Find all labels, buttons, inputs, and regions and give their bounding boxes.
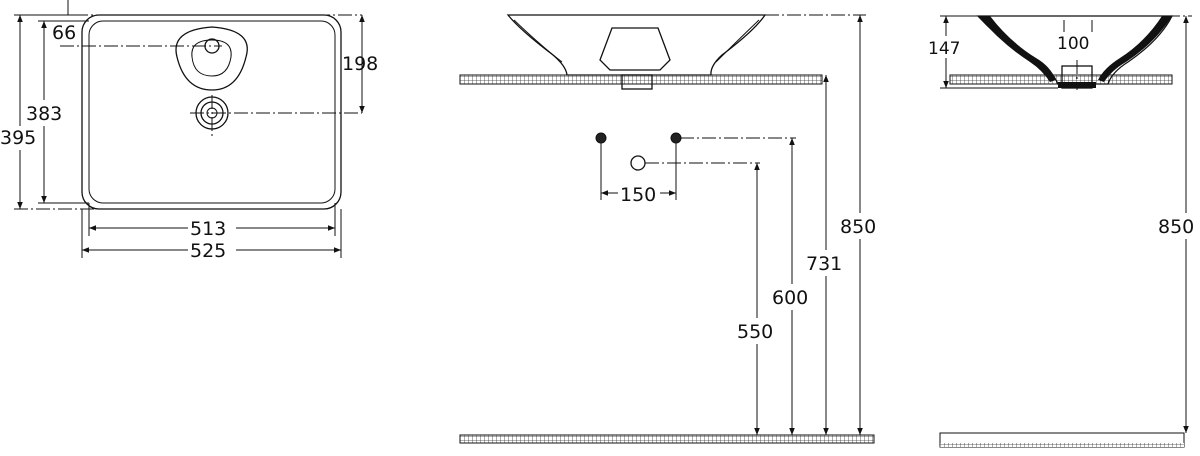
basin-outline-inner: [88, 20, 336, 204]
dim-height-550: 550: [737, 321, 773, 343]
dim-depth-inner: 383: [26, 103, 62, 125]
waste-outlet-circle: [630, 155, 646, 171]
top-view: 66 198 383 395 513 525: [0, 0, 378, 262]
tap-hole-inner: [191, 39, 232, 77]
countertop-slab: [459, 74, 823, 85]
dim-drain-diameter: 100: [1057, 34, 1089, 54]
dim-width-inner: 513: [190, 218, 226, 240]
basin-wall-section-left: [978, 16, 1056, 82]
front-view: 150 850 731 600 550: [459, 14, 882, 444]
tap-hole-recess: [175, 26, 248, 91]
dim-height-850-side: 850: [1158, 216, 1194, 238]
floor-slab: [459, 434, 875, 444]
dim-height-600: 600: [772, 287, 808, 309]
valve-left: [595, 132, 607, 144]
dim-width-outer: 525: [190, 240, 226, 262]
dim-depth-outer: 395: [0, 127, 36, 149]
side-view: 147 100 850: [926, 15, 1200, 448]
dim-valve-spacing: 150: [620, 184, 656, 206]
dim-drain-offset: 198: [342, 53, 378, 75]
dim-bowl-height: 147: [928, 39, 960, 59]
dim-tap-offset: 66: [52, 22, 76, 44]
basin-wall-section-right: [1098, 16, 1172, 82]
dim-height-850-front: 850: [840, 216, 876, 238]
basin-bowl-front: [506, 14, 767, 76]
waste-fitting-front: [621, 74, 653, 90]
dim-height-731: 731: [806, 253, 842, 275]
valve-right: [670, 132, 682, 144]
tap-body-front: [599, 27, 671, 71]
